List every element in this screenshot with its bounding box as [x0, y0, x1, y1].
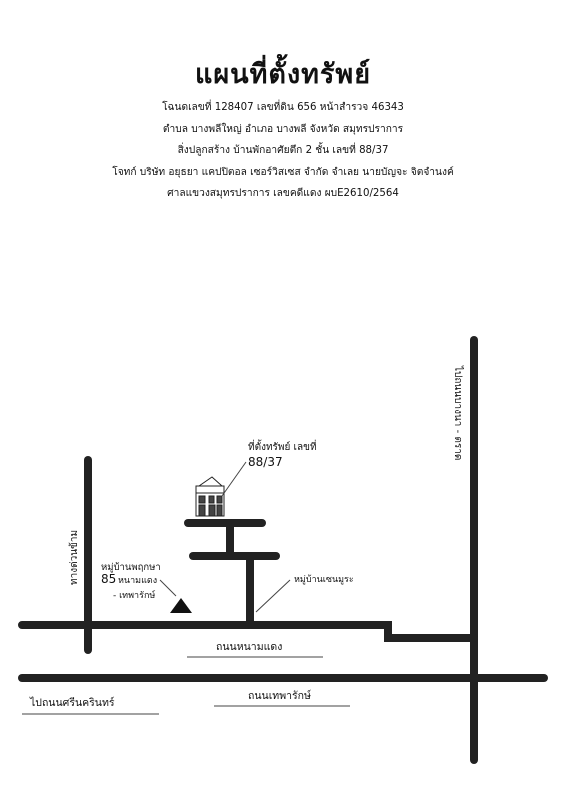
house-icon	[195, 476, 225, 517]
building-line: สิ่งปลูกสร้าง บ้านพักอาศัยตึก 2 ชั้น เลข…	[177, 145, 389, 156]
property-label: ที่ตั้งทรัพย์ เลขที่	[248, 439, 317, 453]
road-namdaeng-label: ถนนหนามแดง	[216, 641, 282, 653]
property-pointer	[221, 461, 247, 497]
right-road-label: ไปถนนบางนา - ตราด	[452, 365, 464, 460]
road-srinakarin-label: ไปถนนศรีนครินทร์	[29, 696, 115, 709]
village-left-line1: หมู่บ้านพฤกษา	[101, 562, 161, 573]
map-title: แผนที่ตั้งทรัพย์	[194, 59, 372, 90]
court-line: ศาลแขวงสมุทรปราการ เลขคดีแดง ผบE2610/256…	[167, 188, 399, 199]
property-info: โฉนดเลขที่ 128407 เลขที่ดิน 656 หน้าสำรว…	[0, 97, 566, 205]
triangle-marker-icon	[170, 598, 192, 613]
property-number: 88/37	[248, 455, 283, 469]
left-road-label: ทางด่วนข้าม	[68, 530, 80, 585]
village-left-line2: หนามแดง	[118, 576, 157, 586]
village-left-pointer	[159, 579, 177, 597]
location-line: ตำบล บางพลีใหญ่ อำเภอ บางพลี จังหวัด สมุ…	[162, 123, 404, 135]
village-right-label: หมู่บ้านเซนมูระ	[294, 574, 354, 585]
village-right-pointer	[255, 579, 291, 613]
namdaeng-road	[18, 621, 478, 642]
parties-line: โจทก์ บริษัท อยุธยา แคปปิตอล เซอร์วิสเซส…	[112, 166, 454, 178]
road-thepharak-label: ถนนเทพารักษ์	[248, 689, 311, 702]
village-left-line3: - เทพารักษ์	[113, 589, 156, 601]
deed-line: โฉนดเลขที่ 128407 เลขที่ดิน 656 หน้าสำรว…	[162, 102, 404, 113]
village-left-number: 85	[101, 572, 116, 586]
